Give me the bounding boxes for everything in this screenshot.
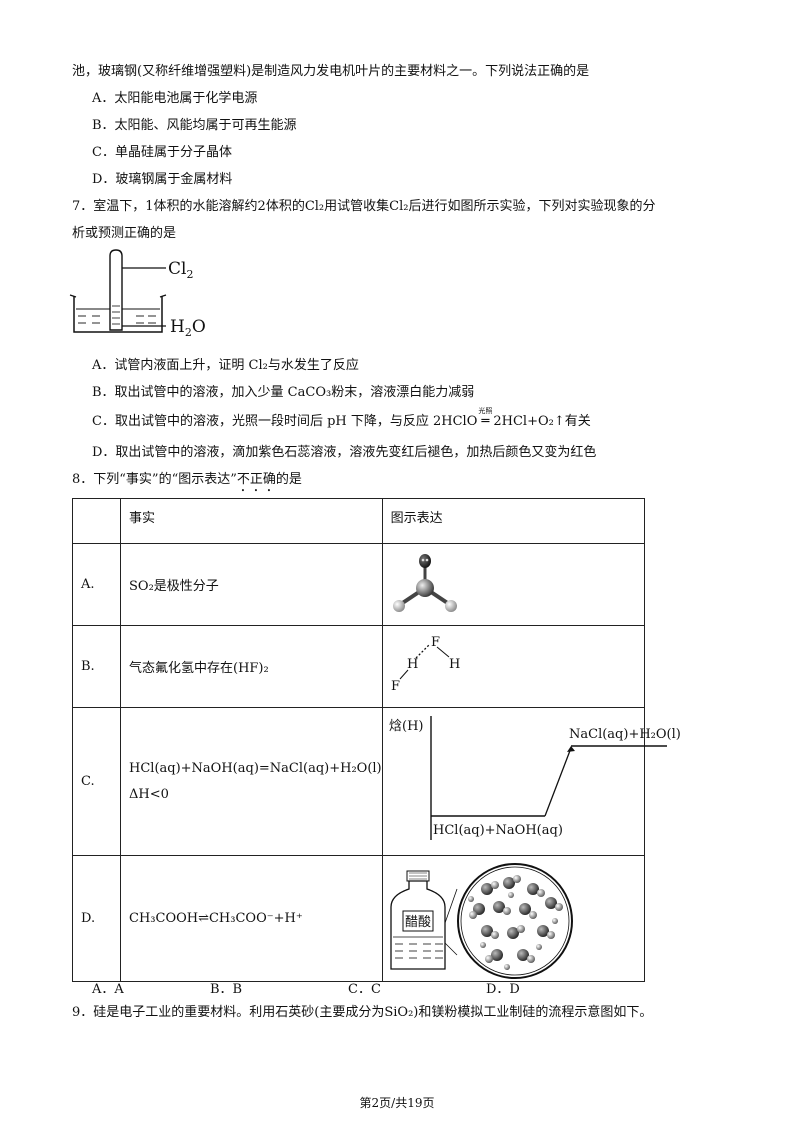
q6-option-c: C．单晶硅属于分子晶体 (92, 145, 232, 160)
svg-text:F: F (431, 635, 440, 650)
hf-dimer-diagram: F H H F (391, 635, 460, 694)
svg-text:H: H (407, 657, 418, 672)
table-header-fact: 事实 (120, 498, 383, 544)
q9-stem: 9．硅是电子工业的重要材料。利用石英砂(主要成分为SiO₂)和镁粉模拟工业制硅的… (72, 1005, 653, 1020)
q8-answer-b: B．B (210, 982, 243, 997)
q8-stem-emphasis: 不正确 (236, 472, 276, 487)
svg-text:F: F (391, 679, 400, 694)
q7-stem-line1: 7．室温下，1体积的水能溶解约2体积的Cl₂用试管收集Cl₂后进行如图所示实验，… (72, 199, 656, 214)
svg-text:H: H (449, 657, 460, 672)
enthalpy-axis-label: 焓(H) (389, 718, 423, 734)
q7-option-c-arrow: 光照═ (478, 407, 493, 429)
q7-option-a: A．试管内液面上升，证明 Cl₂与水发生了反应 (92, 358, 359, 373)
row-c-diagram: 焓(H) NaCl(aq)+H₂O(l) HCl(aq)+NaOH(aq) (381, 707, 680, 856)
table-header-blank (72, 498, 121, 544)
row-a-fact: SO₂是极性分子 (120, 543, 383, 626)
q7-label-h2o: H2O (170, 317, 206, 339)
q6-option-d: D．玻璃钢属于金属材料 (92, 172, 233, 187)
row-a-diagram (381, 543, 646, 626)
acetic-acid-bottle-illustration: 醋酸 (389, 863, 573, 979)
table-row-b: B. 气态氟化氢中存在(HF)₂ F H H F (72, 625, 646, 708)
table-row-c: C. HCl(aq)+NaOH(aq)=NaCl(aq)+H₂O(l) ΔH<0… (72, 707, 680, 856)
q8-answer-a: A．A (92, 982, 124, 997)
row-c-label: C. (72, 707, 121, 856)
row-d-diagram: 醋酸 (381, 855, 646, 982)
table-header-diagram: 图示表达 (381, 498, 646, 544)
row-d-label: D. (72, 855, 121, 982)
enthalpy-product-label: NaCl(aq)+H₂O(l) (569, 727, 681, 742)
row-b-fact: 气态氟化氢中存在(HF)₂ (120, 625, 383, 708)
row-c-equation: HCl(aq)+NaOH(aq)=NaCl(aq)+H₂O(l) (129, 760, 382, 776)
q6-stem-tail: 池，玻璃钢(又称纤维增强塑料)是制造风力发电机叶片的主要材料之一。下列说法正确的… (72, 64, 590, 79)
bottle-label: 醋酸 (405, 914, 431, 930)
page-footer: 第2页/共19页 (359, 1096, 435, 1110)
row-c-fact: HCl(aq)+NaOH(aq)=NaCl(aq)+H₂O(l) ΔH<0 (120, 707, 383, 856)
row-d-fact: CH₃COOH⇌CH₃COO⁻+H⁺ (120, 855, 383, 982)
q8-answer-d: D．D (486, 982, 520, 997)
q8-answer-c: C．C (348, 982, 381, 997)
row-b-diagram: F H H F (381, 625, 646, 708)
row-a-label: A. (72, 543, 121, 626)
enthalpy-reactant-label: HCl(aq)+NaOH(aq) (433, 823, 563, 838)
q6-option-b: B．太阳能、风能均属于可再生能源 (92, 118, 297, 133)
row-c-delta-h: ΔH<0 (129, 786, 169, 802)
table-header-row: 事实 图示表达 (72, 498, 646, 544)
q7-label-cl2: Cl2 (168, 259, 193, 281)
enthalpy-diagram: 焓(H) NaCl(aq)+H₂O(l) HCl(aq)+NaOH(aq) (389, 716, 680, 840)
so2-bent-molecule-model (392, 554, 457, 612)
q7-option-d: D．取出试管中的溶液，滴加紫色石蕊溶液，溶液先变红后褪色，加热后颜色又变为红色 (92, 445, 597, 460)
table-row-a: A. SO₂是极性分子 (72, 543, 646, 626)
q6-option-a: A．太阳能电池属于化学电源 (92, 91, 258, 106)
q7-stem-line2: 析或预测正确的是 (72, 226, 177, 241)
q8-table: 事实 图示表达 A. SO₂是极性分子 (72, 498, 680, 982)
q8-stem: 8．下列“事实”的“图示表达”不正确的是 (72, 472, 302, 487)
row-b-label: B. (72, 625, 121, 708)
table-row-d: D. CH₃COOH⇌CH₃COO⁻+H⁺ 醋酸 (72, 855, 646, 982)
q7-option-b: B．取出试管中的溶液，加入少量 CaCO₃粉末，溶液漂白能力减弱 (92, 385, 475, 400)
q7-option-c-tail: 2HCl+O₂↑有关 (493, 414, 591, 429)
q7-option-c-text: C．取出试管中的溶液，光照一段时间后 pH 下降，与反应 2HClO (92, 414, 478, 429)
q7-apparatus-figure: Cl2 H2O (69, 249, 206, 339)
